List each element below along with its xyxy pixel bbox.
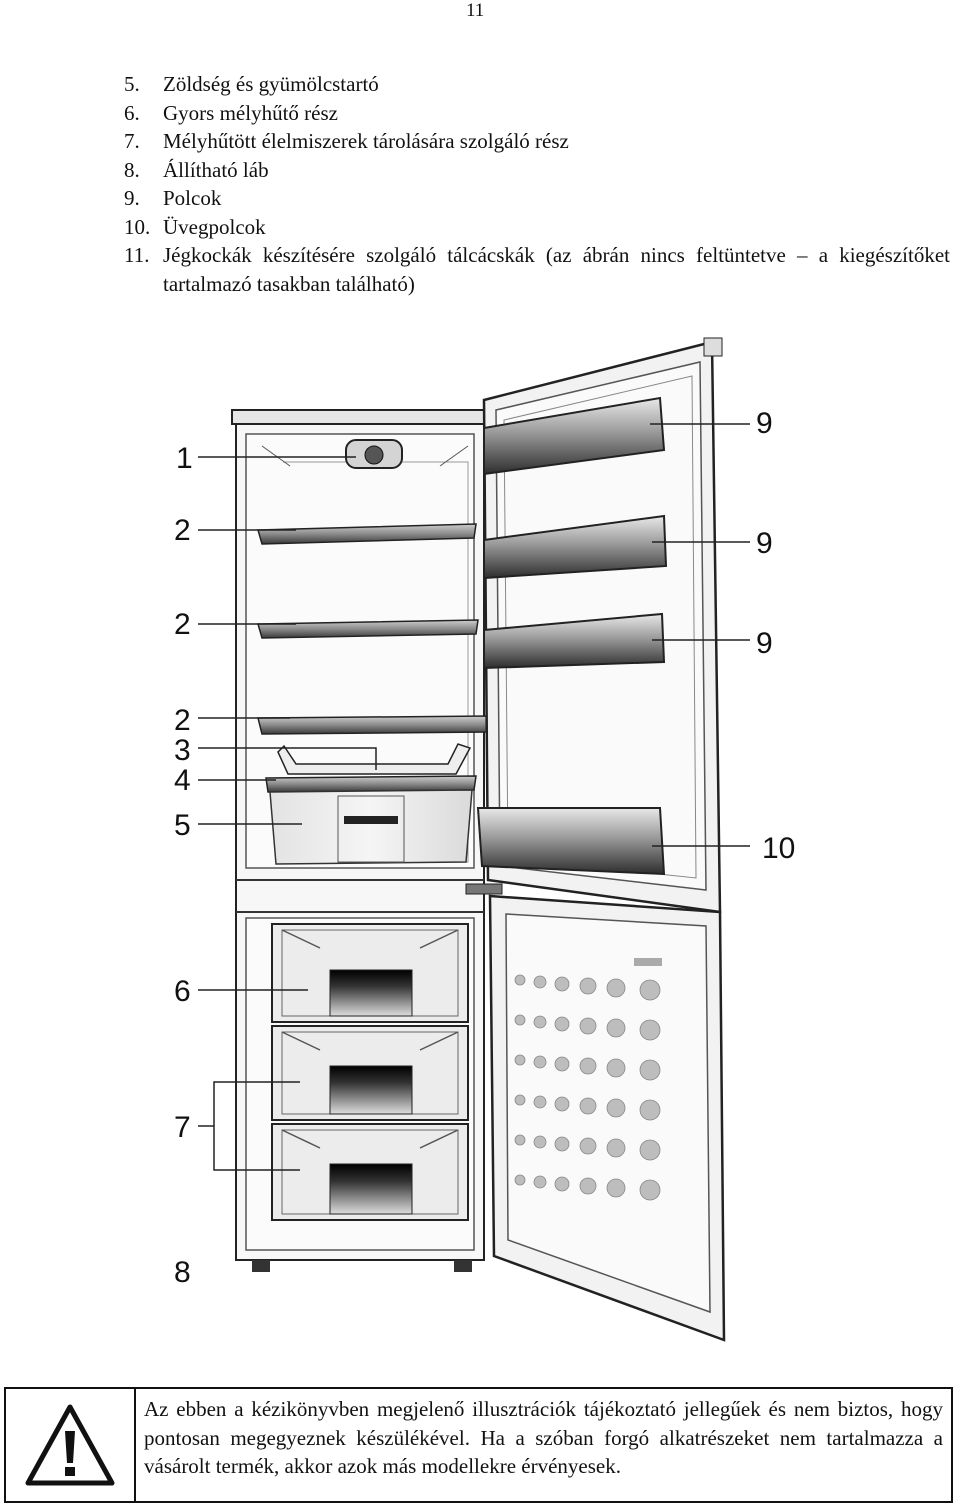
callout-6: 6 (174, 975, 191, 1008)
page-number: 11 (466, 0, 484, 22)
legend-item: 5.Zöldség és gyümölcstartó (124, 70, 950, 99)
callout-5: 5 (174, 809, 191, 842)
legend-item: 9.Polcok (124, 184, 950, 213)
callout-10: 10 (762, 832, 795, 865)
warning-triangle-icon (24, 1403, 116, 1487)
callout-8: 8 (174, 1256, 191, 1289)
legend-item: 10.Üvegpolcok (124, 213, 950, 242)
fridge-diagram: 1 2 2 2 3 4 5 6 7 8 9 9 9 10 (160, 335, 800, 1385)
warning-icon-cell (6, 1389, 136, 1501)
legend-item: 6.Gyors mélyhűtő rész (124, 99, 950, 128)
callout-9: 9 (756, 527, 773, 560)
freezer-drawers (272, 924, 468, 1220)
callout-7: 7 (174, 1111, 191, 1144)
callout-1: 1 (176, 442, 193, 475)
callout-9: 9 (756, 407, 773, 440)
door-shelf (478, 808, 664, 874)
freezer-door (490, 896, 724, 1340)
callout-2: 2 (174, 704, 191, 737)
callout-2: 2 (174, 608, 191, 641)
callout-2: 2 (174, 514, 191, 547)
callout-9: 9 (756, 627, 773, 660)
legend-item: 7.Mélyhűtött élelmiszerek tárolására szo… (124, 127, 950, 156)
callout-4: 4 (174, 764, 191, 797)
warning-text: Az ebben a kézikönyvben megjelenő illusz… (136, 1389, 951, 1501)
legend-item: 11.Jégkockák készítésére szolgáló tálcác… (124, 241, 950, 298)
warning-box: Az ebben a kézikönyvben megjelenő illusz… (4, 1387, 953, 1503)
legend-item: 8.Állítható láb (124, 156, 950, 185)
callout-3: 3 (174, 734, 191, 767)
parts-legend: 5.Zöldség és gyümölcstartó 6.Gyors mélyh… (124, 70, 950, 298)
